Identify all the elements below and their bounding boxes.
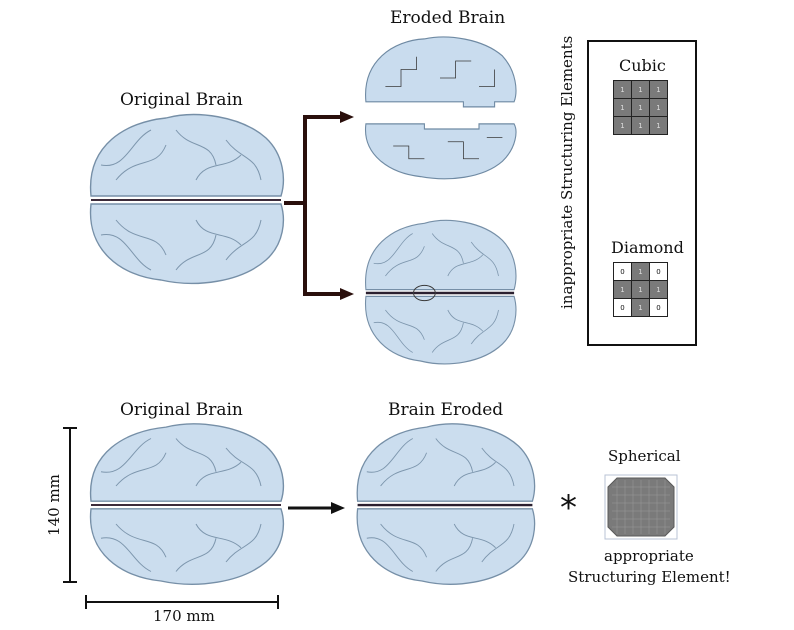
inappropriate-elements-label: inappropriate Structuring Elements xyxy=(558,35,576,309)
cubic-cell: 1 xyxy=(614,81,631,98)
cubic-cell: 1 xyxy=(650,81,667,98)
cubic-grid: 1 1 1 1 1 1 1 1 1 xyxy=(613,80,668,135)
cubic-cell: 1 xyxy=(650,99,667,116)
brain-original-top xyxy=(89,113,285,285)
diamond-title: Diamond xyxy=(611,238,684,257)
spherical-caption-line2: Structuring Element! xyxy=(568,568,731,586)
label-original-brain-bottom: Original Brain xyxy=(120,400,243,420)
cubic-cell: 1 xyxy=(632,117,649,134)
width-dimension-label: 170 mm xyxy=(153,607,215,625)
cubic-cell: 1 xyxy=(614,117,631,134)
arrowhead-bottom-row xyxy=(331,502,345,514)
cubic-title: Cubic xyxy=(619,56,666,75)
diamond-cell: 0 xyxy=(650,263,667,280)
label-brain-eroded: Brain Eroded xyxy=(388,400,504,420)
height-dimension-label: 140 mm xyxy=(45,474,63,536)
diamond-cell: 1 xyxy=(632,299,649,316)
diamond-grid: 0 1 0 1 1 1 0 1 0 xyxy=(613,262,668,317)
arrowhead-bottom xyxy=(340,288,354,300)
diamond-cell: 1 xyxy=(614,281,631,298)
brain-eroded-spherical xyxy=(356,423,536,585)
label-original-brain-top: Original Brain xyxy=(120,90,243,110)
spherical-element xyxy=(604,474,678,540)
cubic-cell: 1 xyxy=(614,99,631,116)
diamond-cell: 1 xyxy=(632,281,649,298)
spherical-title: Spherical xyxy=(608,447,681,465)
diamond-cell: 0 xyxy=(614,263,631,280)
width-dimension-bar xyxy=(85,595,279,609)
brain-eroded-diamond xyxy=(364,219,517,365)
spherical-caption-line1: appropriate xyxy=(604,547,694,565)
arrowhead-top xyxy=(340,111,354,123)
cubic-cell: 1 xyxy=(632,99,649,116)
diamond-cell: 0 xyxy=(650,299,667,316)
diamond-cell: 1 xyxy=(650,281,667,298)
convolution-star: * xyxy=(560,488,577,528)
diamond-cell: 1 xyxy=(632,263,649,280)
height-dimension-bar xyxy=(63,427,77,583)
cubic-cell: 1 xyxy=(650,117,667,134)
brain-eroded-cubic xyxy=(365,36,517,180)
diamond-cell: 0 xyxy=(614,299,631,316)
cubic-cell: 1 xyxy=(632,81,649,98)
structuring-elements-box: Cubic 1 1 1 1 1 1 1 1 1 Diamond 0 1 0 1 … xyxy=(587,40,697,346)
fork-arrow xyxy=(284,115,344,296)
brain-original-bottom xyxy=(89,423,285,585)
label-eroded-brain: Eroded Brain xyxy=(390,8,506,28)
